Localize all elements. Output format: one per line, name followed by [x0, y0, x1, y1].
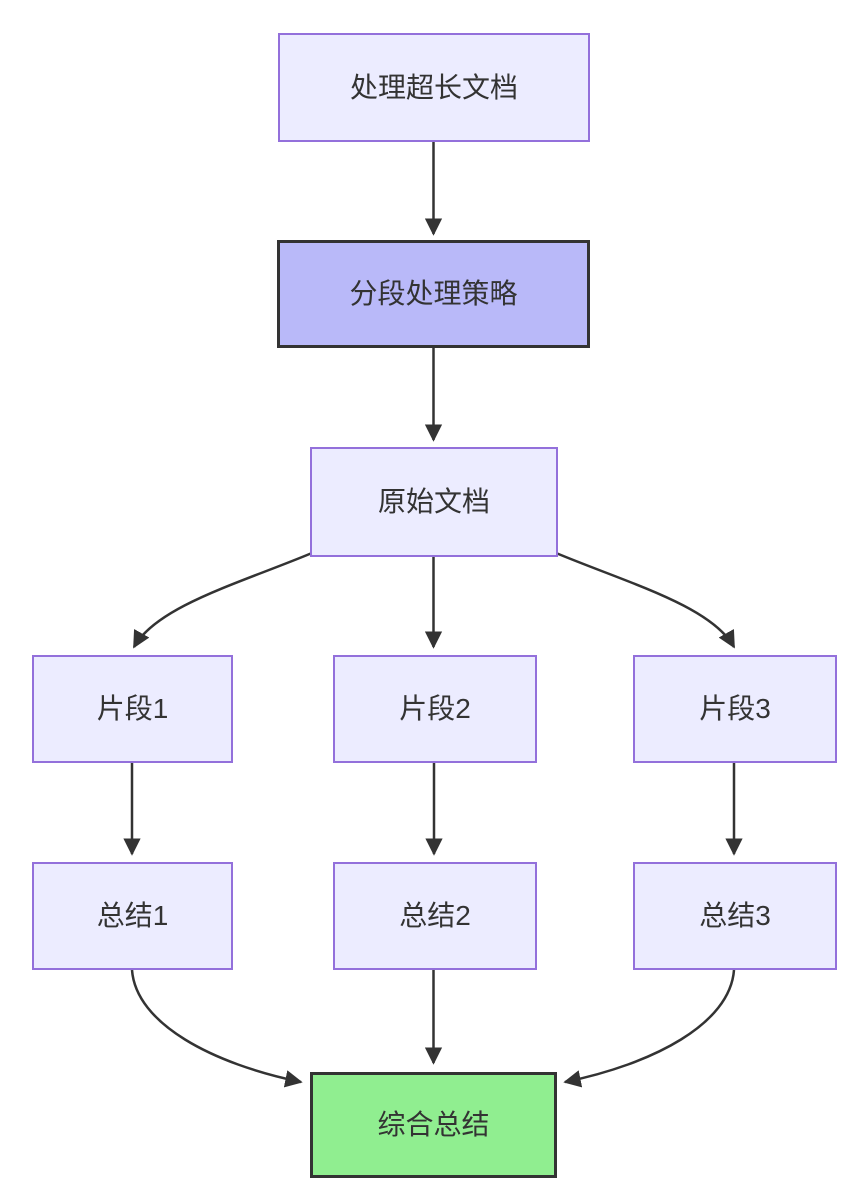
node-process: 处理超长文档: [278, 33, 590, 142]
node-frag3: 片段3: [633, 655, 837, 763]
node-frag3-label: 片段3: [699, 693, 771, 725]
node-sum3: 总结3: [633, 862, 837, 970]
node-final: 综合总结: [310, 1072, 557, 1178]
node-sum1: 总结1: [32, 862, 233, 970]
node-sum2: 总结2: [333, 862, 537, 970]
edge-sum1-final: [130, 969, 303, 1088]
node-frag1: 片段1: [32, 655, 233, 763]
node-final-label: 综合总结: [377, 1109, 490, 1141]
node-sum3-label: 总结3: [699, 900, 771, 932]
node-frag2: 片段2: [333, 655, 537, 763]
node-sum2-label: 总结2: [399, 900, 471, 932]
node-frag2-label: 片段2: [399, 693, 471, 725]
node-original-label: 原始文档: [377, 486, 490, 518]
edge-original-frag1: [132, 551, 313, 649]
edge-original-frag3: [555, 551, 736, 649]
node-frag1-label: 片段1: [96, 693, 169, 725]
edge-sum3-final: [563, 969, 736, 1088]
node-strategy: 分段处理策略: [277, 240, 590, 348]
node-process-label: 处理超长文档: [349, 71, 518, 103]
node-sum1-label: 总结1: [96, 900, 169, 932]
node-strategy-label: 分段处理策略: [349, 278, 518, 310]
node-original: 原始文档: [310, 447, 558, 557]
